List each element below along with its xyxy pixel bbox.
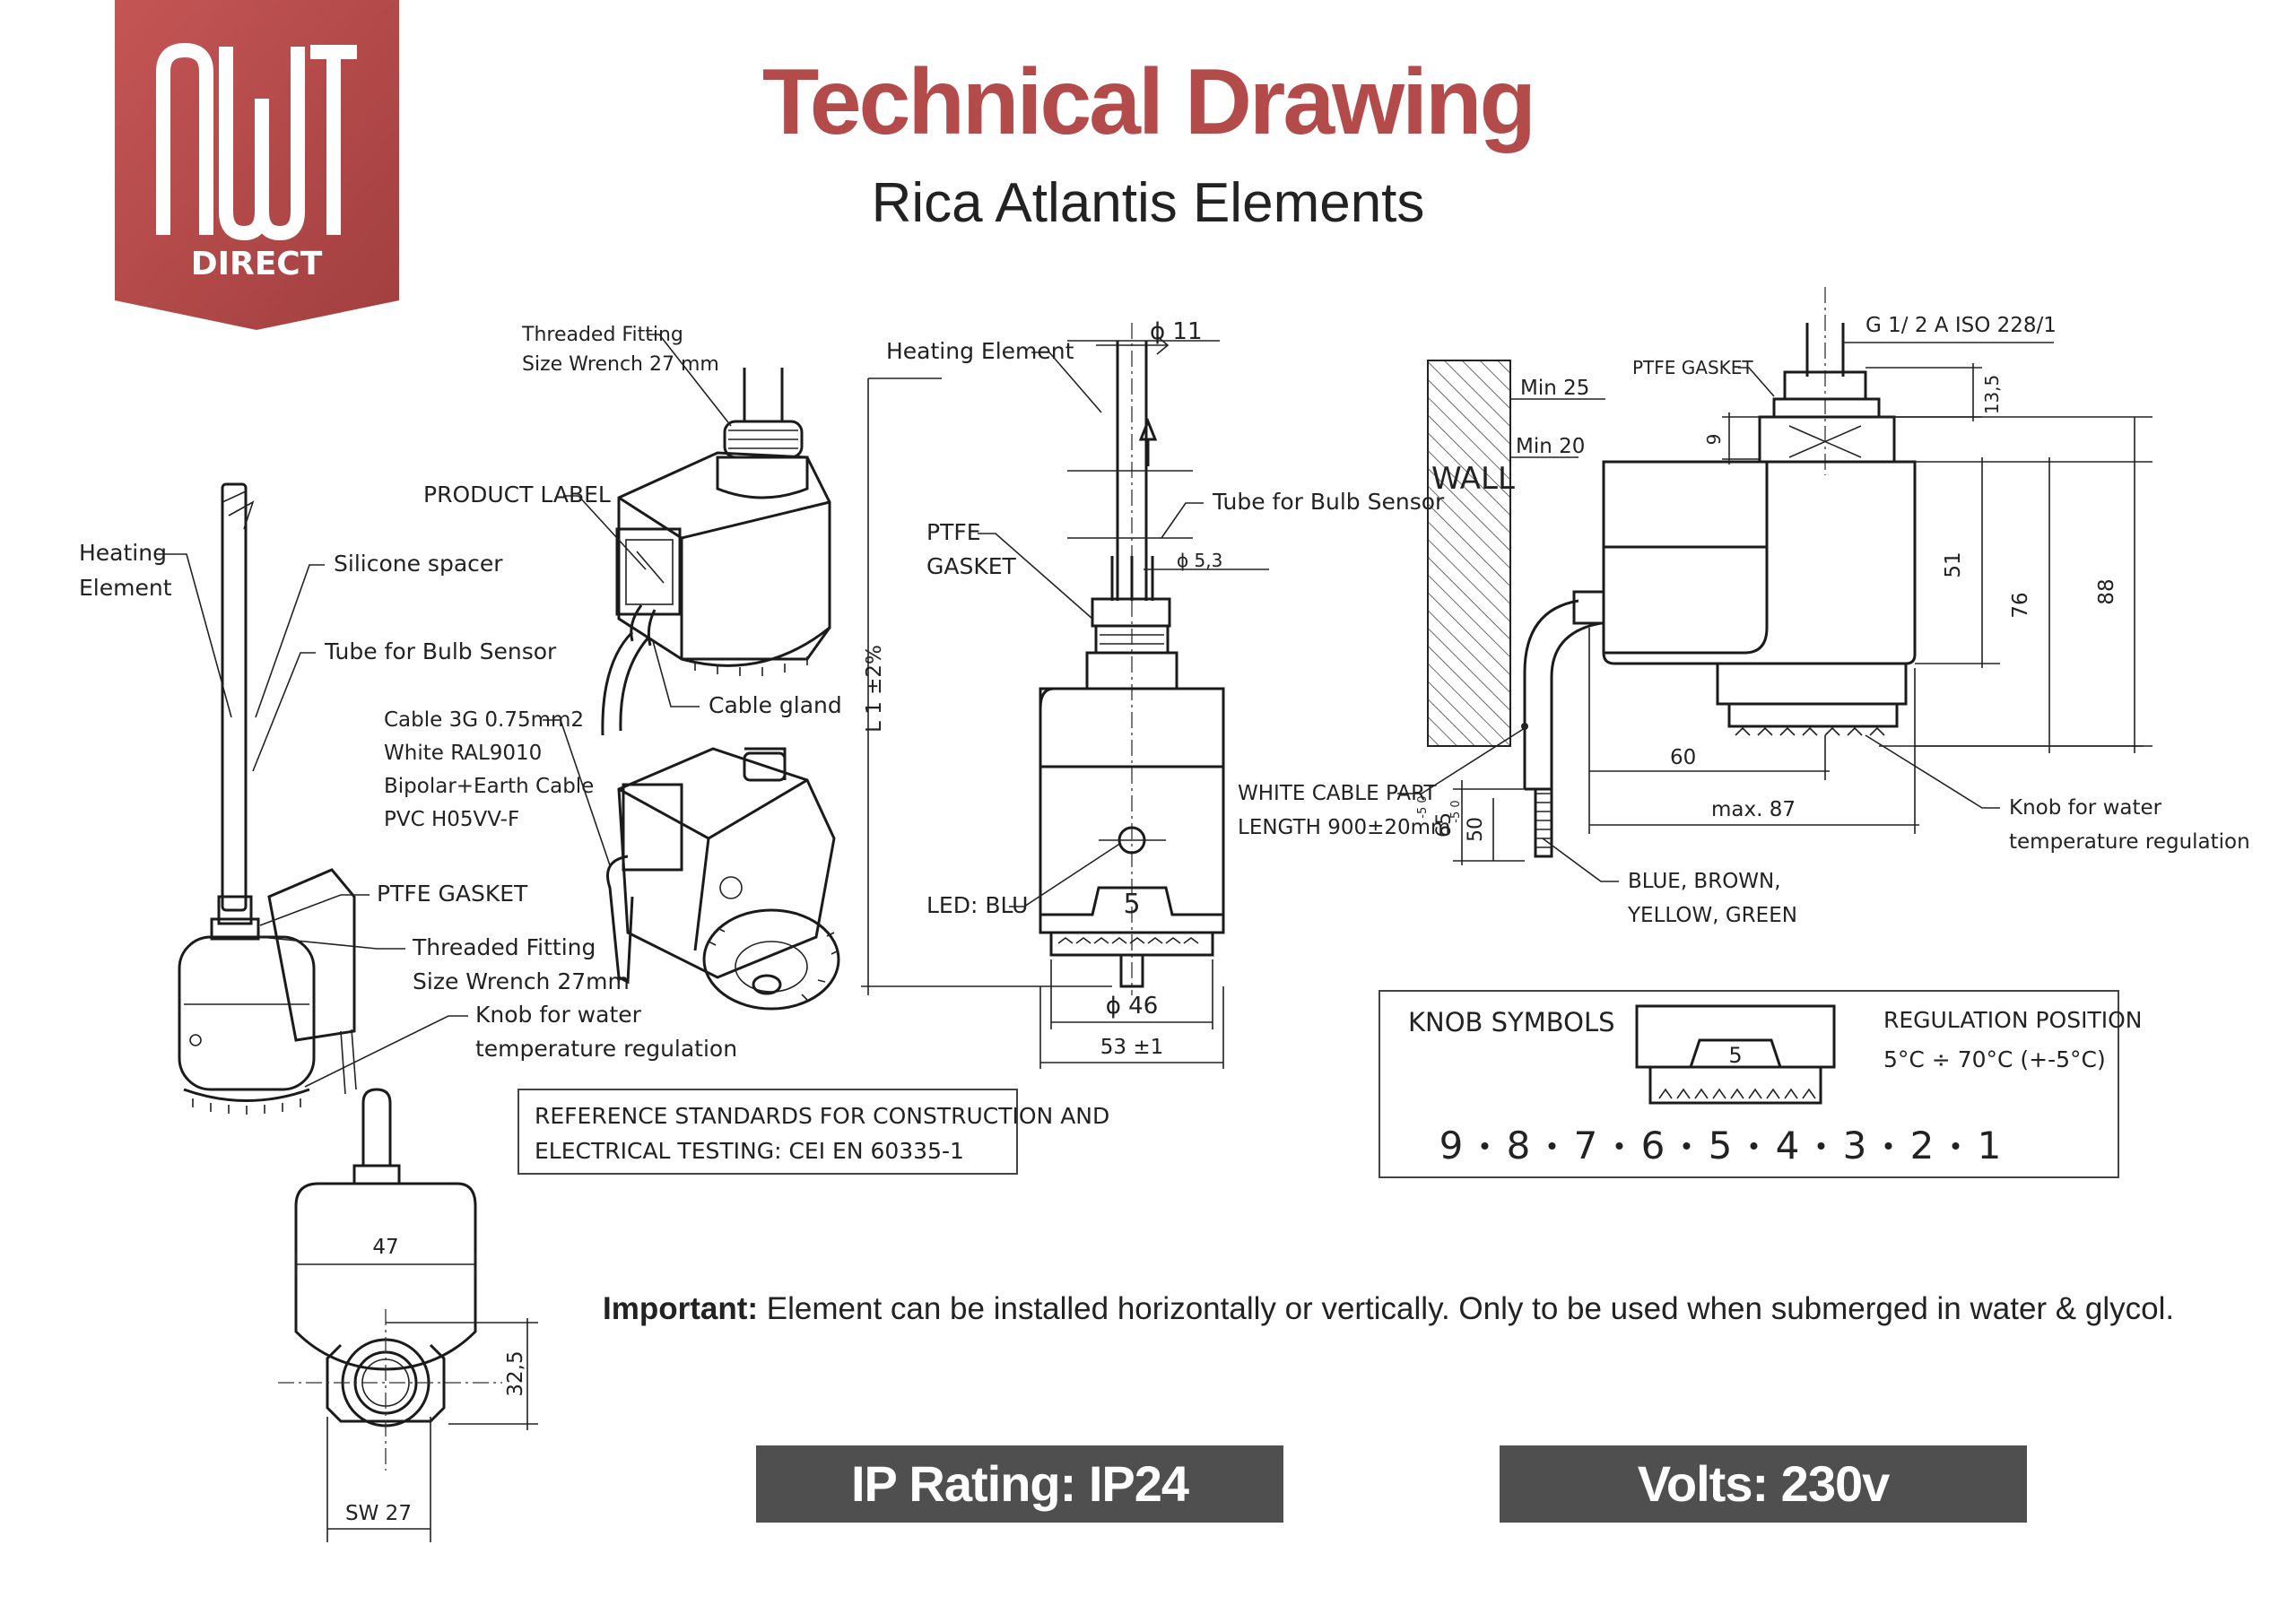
ip-rating-badge: IP Rating: IP24 <box>756 1445 1283 1523</box>
label-wires-1: BLUE, BROWN, <box>1628 870 1781 893</box>
label-product-label: PRODUCT LABEL <box>423 482 611 508</box>
page-title: Technical Drawing <box>761 50 1536 154</box>
knob-symbols-title: KNOB SYMBOLS <box>1408 1007 1615 1037</box>
label-heating-element: Heating <box>79 540 167 566</box>
nwt-direct-logo: DIRECT <box>115 0 399 330</box>
knob-position-1: 1 <box>1978 1124 2002 1167</box>
label-tube-bulb-sensor: Tube for Bulb Sensor <box>324 638 557 664</box>
knob-separator-dot <box>1548 1142 1556 1150</box>
knob-separator-dot <box>1884 1142 1892 1150</box>
dim-50-tol: -5 0 <box>1449 800 1463 822</box>
dim-max-87: max. 87 <box>1711 798 1796 821</box>
label-side-knob: Knob for water <box>2009 796 2162 820</box>
important-label: Important: <box>603 1291 759 1326</box>
dim-76: 76 <box>2009 592 2032 618</box>
standards-line-1: REFERENCE STANDARDS FOR CONSTRUCTION AND <box>535 1103 1109 1129</box>
bottom-view: 47 32,5 SW 27 <box>278 1088 538 1542</box>
label-front-tube-sensor: Tube for Bulb Sensor <box>1212 489 1445 515</box>
dim-dia-46: ϕ 46 <box>1106 993 1159 1020</box>
dim-min-20: Min 20 <box>1516 435 1585 458</box>
label-wrench-size: Size Wrench 27mm <box>413 968 630 994</box>
knob-separator-dot <box>1615 1142 1623 1150</box>
dim-sw-27: SW 27 <box>345 1502 412 1525</box>
label-cable-spec-2: White RAL9010 <box>384 742 542 765</box>
dim-65-tol: -5 0 <box>1416 795 1430 818</box>
front-knob-value: 5 <box>1123 889 1140 920</box>
dim-60: 60 <box>1670 746 1696 769</box>
label-silicone-spacer: Silicone spacer <box>334 551 503 577</box>
knob-position-5: 5 <box>1709 1124 1733 1167</box>
label-cable-spec-4: PVC H05VV-F <box>384 808 519 831</box>
label-iso-wrench: Size Wrench 27 mm <box>522 353 719 376</box>
knob-separator-dot <box>1817 1142 1825 1150</box>
page-subtitle: Rica Atlantis Elements <box>871 172 1425 234</box>
dim-32-5: 32,5 <box>504 1350 527 1396</box>
label-cable-length: LENGTH 900±20mm <box>1238 816 1450 839</box>
dim-13-5: 13,5 <box>1981 375 2003 415</box>
isometric-views: Threaded Fitting Size Wrench 27 mm PRODU… <box>384 324 842 1011</box>
label-wires-2: YELLOW, GREEN <box>1627 904 1797 927</box>
knob-position-8: 8 <box>1507 1124 1531 1167</box>
volts-badge: Volts: 230v <box>1500 1445 2027 1523</box>
label-front-ptfe: PTFE <box>926 519 981 545</box>
label-side-ptfe-gasket: PTFE GASKET <box>1632 357 1753 378</box>
standards-box: REFERENCE STANDARDS FOR CONSTRUCTION AND… <box>517 1089 1109 1175</box>
knob-symbol-value: 5 <box>1728 1043 1742 1068</box>
dim-65: 65 <box>1433 812 1456 838</box>
label-ptfe-gasket: PTFE GASKET <box>377 881 528 907</box>
label-cable-spec-3: Bipolar+Earth Cable <box>384 775 594 798</box>
dim-50: 50 <box>1465 817 1487 842</box>
label-side-knob-2: temperature regulation <box>2009 830 2250 854</box>
dim-51: 51 <box>1942 551 1965 577</box>
label-threaded-fitting: Threaded Fitting <box>412 934 596 960</box>
dim-dia-53: ϕ 5,3 <box>1177 550 1222 571</box>
dim-47: 47 <box>372 1236 398 1259</box>
dim-width-53: 53 ±1 <box>1100 1036 1163 1059</box>
regulation-range: 5°C ÷ 70°C (+-5°C) <box>1883 1046 2106 1072</box>
side-view: WALL Min 25 Min 20 PTFE GASKET G 1/ 2 A … <box>1238 287 2250 927</box>
knob-symbols-box: KNOB SYMBOLS REGULATION POSITION 5°C ÷ 7… <box>1378 990 2143 1178</box>
front-view: 5 L 1 ±2% Heating Element ϕ 11 Tube for … <box>861 318 1445 1069</box>
left-product-view: Heating Element Silicone spacer Tube for… <box>79 482 737 1115</box>
label-led: LED: BLU <box>926 892 1028 918</box>
label-cable-gland: Cable gland <box>709 692 842 718</box>
label-front-heating-element: Heating Element <box>886 338 1074 364</box>
knob-position-6: 6 <box>1641 1124 1665 1167</box>
knob-separator-dot <box>1952 1142 1960 1150</box>
knob-separator-dot <box>1683 1142 1691 1150</box>
dim-9: 9 <box>1703 434 1725 446</box>
knob-position-9: 9 <box>1439 1124 1464 1167</box>
knob-separator-dot <box>1481 1142 1489 1150</box>
standards-line-2: ELECTRICAL TESTING: CEI EN 60335-1 <box>535 1138 964 1164</box>
label-knob: Knob for water <box>475 1002 642 1028</box>
logo-direct: DIRECT <box>191 246 323 282</box>
knob-separator-dot <box>1750 1142 1758 1150</box>
dim-dia-11: ϕ 11 <box>1150 318 1203 345</box>
regulation-position-title: REGULATION POSITION <box>1883 1007 2143 1033</box>
label-wall: WALL <box>1431 461 1515 497</box>
knob-position-7: 7 <box>1574 1124 1598 1167</box>
knob-position-3: 3 <box>1843 1124 1867 1167</box>
label-knob-2: temperature regulation <box>475 1036 737 1062</box>
label-front-gasket: GASKET <box>926 553 1017 579</box>
dim-min-25: Min 25 <box>1520 377 1589 400</box>
important-note: Important: Element can be installed hori… <box>603 1291 2174 1327</box>
knob-position-4: 4 <box>1776 1124 1800 1167</box>
dim-thread: G 1/ 2 A ISO 228/1 <box>1866 314 2057 337</box>
label-heating-element-2: Element <box>79 575 172 601</box>
knob-position-2: 2 <box>1910 1124 1935 1167</box>
dim-length: L 1 ±2% <box>863 645 886 733</box>
dim-88: 88 <box>2095 578 2118 604</box>
important-text: Element can be installed horizontally or… <box>758 1291 2175 1326</box>
